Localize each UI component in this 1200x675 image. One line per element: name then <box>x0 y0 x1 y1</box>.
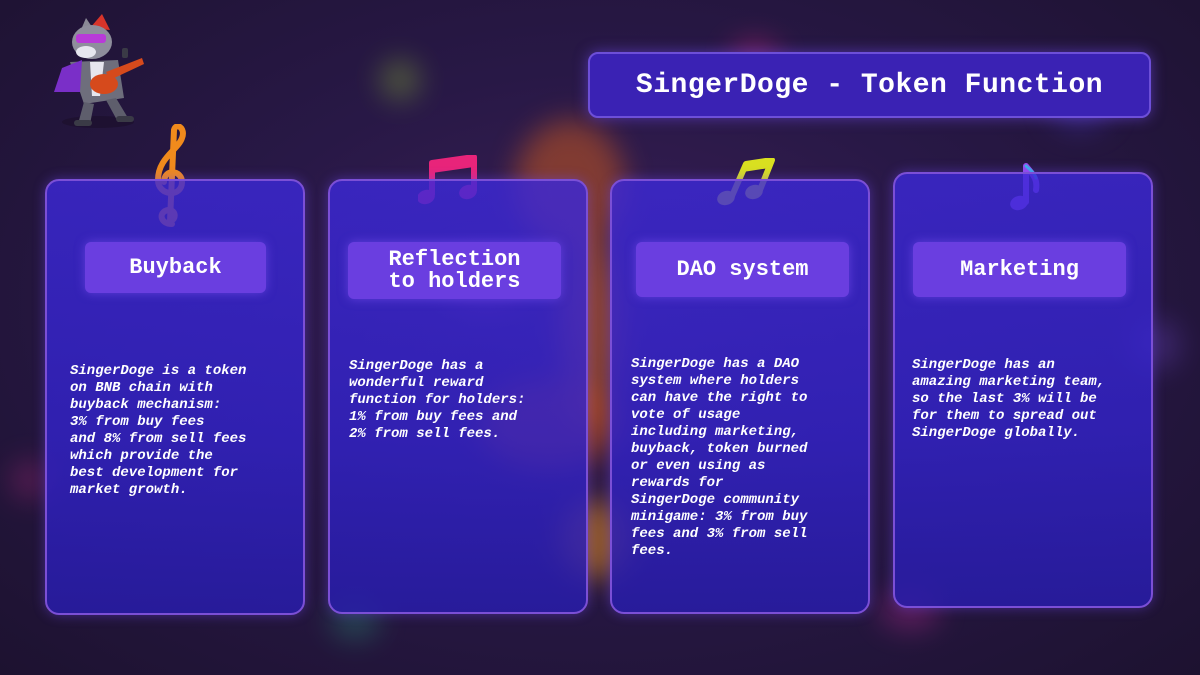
description-line: buyback, token burned <box>631 441 808 457</box>
description-line: SingerDoge has a <box>349 358 484 374</box>
description-line: best development for <box>70 465 239 481</box>
description-line: SingerDoge community <box>631 492 800 508</box>
card-header-dao-system: DAO system <box>636 242 849 297</box>
description-line: 3% from buy fees <box>70 414 205 430</box>
bg-glow <box>10 460 50 500</box>
title-banner: SingerDoge - Token Function <box>588 52 1151 118</box>
description-line: market growth. <box>70 482 188 498</box>
description-line: so the last 3% will be <box>912 391 1097 407</box>
description-line: fees. <box>631 543 674 559</box>
description-line: can have the right to <box>631 390 808 406</box>
description-line: for them to spread out <box>912 408 1097 424</box>
card-header-reflection: Reflection to holders <box>348 242 561 299</box>
description-line: wonderful reward <box>349 375 484 391</box>
description-line: SingerDoge is a token <box>70 363 247 379</box>
description-line: fees and 3% from sell <box>631 526 808 542</box>
description-line: rewards for <box>631 475 724 491</box>
description-line: SingerDoge has an <box>912 357 1055 373</box>
description-line: SingerDoge has a DAO <box>631 356 800 372</box>
card-header-marketing: Marketing <box>913 242 1126 297</box>
description-line: SingerDoge globally. <box>912 425 1081 441</box>
description-line: 1% from buy fees and <box>349 409 518 425</box>
description-line: on BNB chain with <box>70 380 213 396</box>
description-line: minigame: 3% from buy <box>631 509 808 525</box>
page-title: SingerDoge - Token Function <box>635 69 1104 101</box>
card-header-buyback: Buyback <box>85 242 266 293</box>
description-line: system where holders <box>631 373 800 389</box>
description-line: 2% from sell fees. <box>349 426 501 442</box>
description-line: amazing marketing team, <box>912 374 1106 390</box>
description-line: or even using as <box>631 458 766 474</box>
description-line: and 8% from sell fees <box>70 431 247 447</box>
description-line: which provide the <box>70 448 213 464</box>
description-line: buyback mechanism: <box>70 397 222 413</box>
singer-doge-mascot-icon <box>54 14 144 128</box>
description-line: vote of usage <box>631 407 741 423</box>
bg-glow <box>380 60 420 100</box>
description-line: including marketing, <box>631 424 800 440</box>
description-line: function for holders: <box>349 392 526 408</box>
